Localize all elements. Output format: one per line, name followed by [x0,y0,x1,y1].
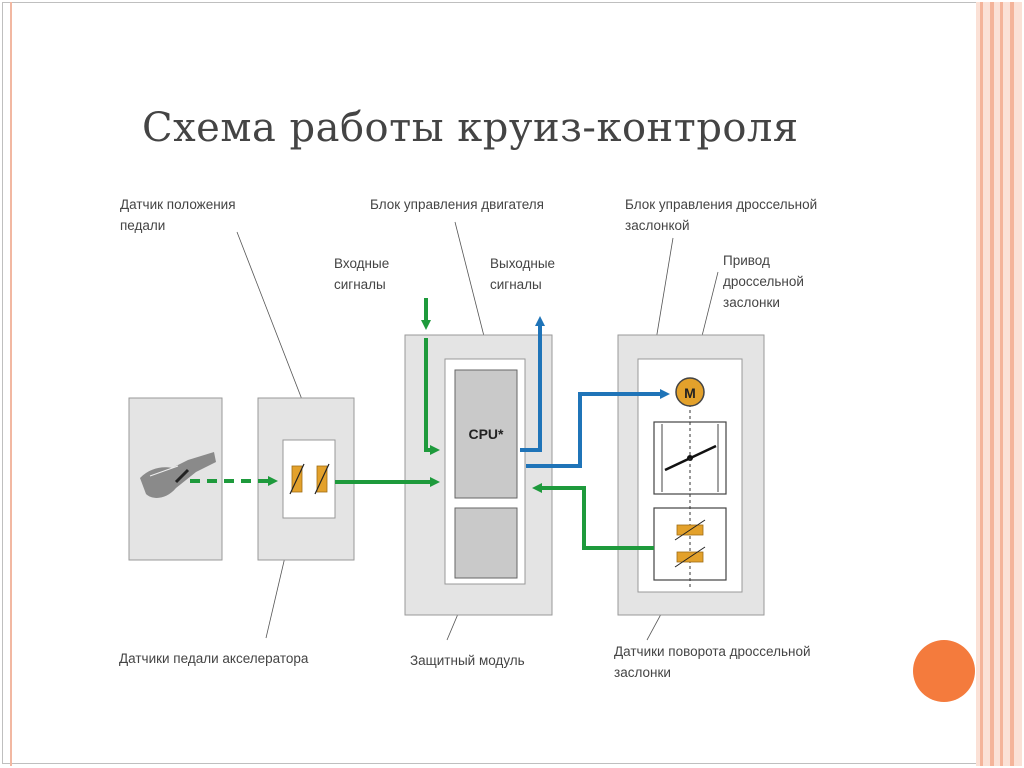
cpu-label: CPU* [468,426,504,442]
motor-label: M [684,385,696,401]
label-line: сигналы [490,277,542,292]
label-line: Блок управления двигателя [370,197,544,212]
blue-signal-lines [520,316,670,468]
label-line: заслонки [614,665,671,680]
label-line: Блок управления дроссельной [625,197,818,212]
input-signal-to-cpu [424,338,440,455]
throttle-sensor-feedback [532,483,654,550]
foot-pedal-icon [140,452,216,498]
label-line: Выходные [490,256,556,271]
cpu-output-up [520,316,545,452]
cpu-block [454,369,518,499]
label-engine-control-unit: Блок управления двигателя [370,194,544,215]
label-input-signals: Входные сигналы [334,253,389,295]
label-pedal-position-sensor: Датчик положения педали [120,194,236,236]
left-accent-line [10,2,12,766]
label-line: Датчик положения [120,197,236,212]
label-accelerator-pedal-sensors: Датчики педали акселератора [119,648,308,669]
label-line: Привод [723,253,770,268]
label-throttle-rotation-sensors: Датчики поворота дроссельной заслонки [614,641,811,683]
label-line: дроссельной [723,274,804,289]
label-line: заслонкой [625,218,690,233]
label-line: Датчики поворота дроссельной [614,644,811,659]
decorative-orange-circle [913,640,975,702]
label-protection-module: Защитный модуль [410,650,525,671]
protection-module-block [454,507,518,579]
label-line: сигналы [334,277,386,292]
slide-title: Схема работы круиз-контроля [142,105,799,151]
label-line: заслонки [723,295,780,310]
label-line: Входные [334,256,390,271]
label-line: Датчики педали акселератора [119,651,309,666]
label-output-signals: Выходные сигналы [490,253,555,295]
label-throttle-actuator: Привод дроссельной заслонки [723,250,804,313]
motor-icon [675,377,705,407]
label-throttle-control-unit: Блок управления дроссельной заслонкой [625,194,817,236]
label-line: Защитный модуль [410,653,525,668]
label-line: педали [120,218,166,233]
green-signal-lines [190,298,654,550]
cpu-to-motor [526,389,670,468]
decorative-stripes [976,2,1022,766]
